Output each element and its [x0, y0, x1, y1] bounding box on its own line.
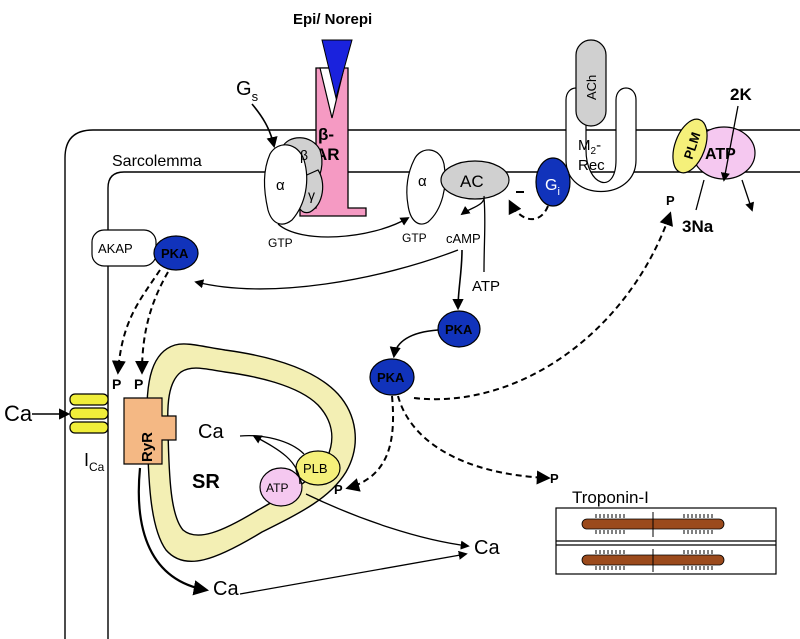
gs-protein: [263, 137, 324, 225]
adenylyl-cyclase: [440, 160, 510, 200]
arrow-ryr-release-to-bottom: [137, 467, 210, 596]
arrow-alpha-to-ac: [277, 217, 410, 238]
akap-label: AKAP: [98, 241, 133, 256]
serca-pump: [259, 467, 303, 507]
epinephrine-ligand-icon: [321, 39, 353, 100]
gs-label: Gs: [236, 78, 259, 104]
arrow-k-out: [741, 179, 755, 212]
gs-alpha-subunit: [263, 144, 308, 225]
pka-free: [369, 358, 415, 396]
gs-gamma-label: γ: [308, 187, 315, 203]
p-ryr-label: P: [134, 376, 143, 392]
gi-protein: [535, 157, 571, 207]
ligand-label: Epi/ Norepi: [293, 11, 372, 28]
troponin-label: Troponin-I: [572, 488, 649, 507]
line-na-out: [695, 179, 705, 211]
arrow-serca-to-cyto: [305, 493, 470, 550]
arrow-pka-to-pka-free: [389, 329, 439, 359]
sarcolemma-label: Sarcolemma: [112, 153, 202, 170]
ach-ligand: [575, 39, 607, 127]
ca-release-label: Ca: [198, 421, 224, 443]
three-na-label: 3Na: [682, 217, 714, 236]
arrow-bottom-ca-to-cyto: [239, 550, 468, 595]
m2-label-2: Rec: [578, 157, 605, 174]
arrow-gs-to-alpha: [251, 103, 278, 149]
nak-atp-label: ATP: [705, 146, 736, 163]
ca-cytosol-label: Ca: [474, 537, 500, 559]
gi-label: Gi: [545, 177, 560, 198]
serca-atp-label: ATP: [266, 481, 288, 495]
arrow-camp-to-akap-pka: [194, 249, 459, 290]
plb-label: PLB: [303, 461, 328, 476]
myofilament-box: [555, 507, 777, 575]
gs-beta-label: β: [300, 147, 308, 163]
ca-extracellular-label: Ca: [4, 401, 33, 426]
gtp-label-2: GTP: [402, 231, 427, 245]
gtp-label-1: GTP: [268, 236, 293, 250]
ac-label: AC: [460, 172, 484, 191]
m2-label-1: M2-: [578, 137, 601, 157]
arrow-pka-to-plm: [413, 211, 673, 401]
pka-anchored-label: PKA: [161, 246, 189, 261]
alpha-label-2: α: [418, 173, 427, 190]
arrow-cyto-ca-to-serca: [252, 435, 301, 485]
ryanodine-receptor: [123, 397, 177, 465]
arrow-pka-to-ryr: [135, 271, 169, 375]
ca-bottom-label: Ca: [213, 578, 239, 600]
pka-free-label: PKA: [377, 370, 405, 385]
p-ical-label: P: [112, 376, 121, 392]
p-plb-label: P: [334, 482, 343, 497]
gs-alpha-label: α: [276, 177, 285, 194]
ach-label: ACh: [584, 75, 599, 100]
arrow-gi-inhibits-ac: [508, 199, 549, 221]
camp-label: cAMP: [446, 231, 481, 246]
pka-mid: [437, 310, 481, 348]
pathway-arrows: [32, 103, 755, 596]
line-atp-to-ac: [483, 197, 486, 273]
beta-ar-label-1: β-: [318, 125, 334, 144]
arrow-pka-to-plb: [345, 395, 395, 492]
p-plm-label: P: [666, 193, 675, 208]
pka-anchored: [153, 235, 199, 271]
phospholemman: [672, 118, 708, 174]
sarcolemma-membrane: [64, 129, 800, 639]
atp-substrate-label: ATP: [472, 278, 500, 295]
p-troponin-label: P: [550, 471, 559, 486]
arrow-two-k-in: [720, 105, 739, 182]
arrow-pka-to-troponin: [397, 395, 551, 485]
gs-alpha-activated: [406, 149, 446, 225]
sarcoplasmic-reticulum: [146, 343, 356, 563]
pka-mid-label: PKA: [445, 322, 473, 337]
arrow-camp-to-pka: [452, 249, 464, 311]
ica-label: ICa: [84, 450, 105, 474]
arrow-to-sr-ca: [239, 434, 305, 455]
two-k-label: 2K: [730, 85, 752, 104]
arrow-pka-to-ical: [111, 269, 161, 375]
sr-label: SR: [192, 471, 220, 493]
l-type-ca-channel: [69, 393, 109, 434]
ryr-label: RyR: [139, 432, 156, 462]
